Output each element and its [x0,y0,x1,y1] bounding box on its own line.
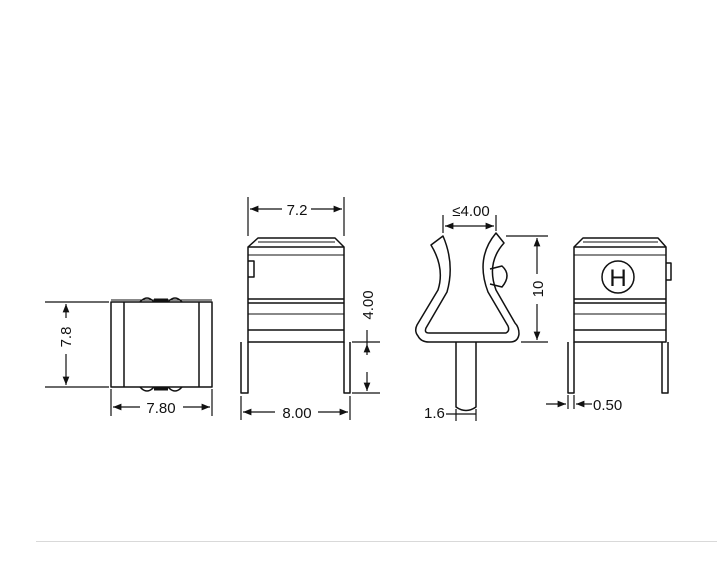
top-view-notch-top [139,297,183,303]
top-view-height-dimension [45,301,109,388]
side-view-clip-outer [414,232,520,343]
top-view-width-dimension [110,389,213,416]
side-view-height-label: 10 [530,281,547,298]
front-view-base-width-label: 8.00 [282,405,311,422]
side-view-opening-label: ≤4.00 [452,203,489,220]
back-view-side-tab [666,262,672,281]
side-view-pin [455,342,477,412]
back-view-thickness-dimension [546,395,592,409]
back-view-cap [573,237,667,248]
top-view-width-label: 7.80 [146,400,175,417]
back-view-mark-letter: H [609,265,626,292]
front-view-top-width-dimension [247,197,345,236]
side-view-bulge [489,265,508,288]
top-view-notch-bottom [139,386,183,392]
top-view-height-label: 7.8 [58,327,75,348]
side-view-height-dimension [506,235,548,343]
front-view: 7.2 4.00 8.00 [240,197,380,422]
back-view-body [573,246,667,343]
footer-divider [36,541,717,542]
front-view-left-leg [240,342,249,394]
top-view: 7.8 7.80 [45,297,213,417]
back-view: H 0.50 [546,237,672,414]
front-view-side-tab [248,260,255,278]
front-view-height-dimension [352,330,380,394]
back-view-thickness-label: 0.50 [593,397,622,414]
front-view-top-width-label: 7.2 [287,202,308,219]
front-view-base-width-dimension [240,396,351,420]
side-view: ≤4.00 10 1.6 [414,203,548,422]
back-view-mark-circle [601,260,635,294]
back-view-right-leg [661,342,669,394]
front-view-right-leg [343,342,351,394]
back-view-left-leg [567,342,575,394]
side-view-pin-label: 1.6 [424,405,445,422]
side-view-pin-dimension [446,409,477,421]
front-view-cap [247,237,345,248]
side-view-opening-dimension [442,215,497,233]
top-view-outline [110,301,213,388]
front-view-body [247,246,345,343]
front-view-height-label: 4.00 [360,290,377,319]
